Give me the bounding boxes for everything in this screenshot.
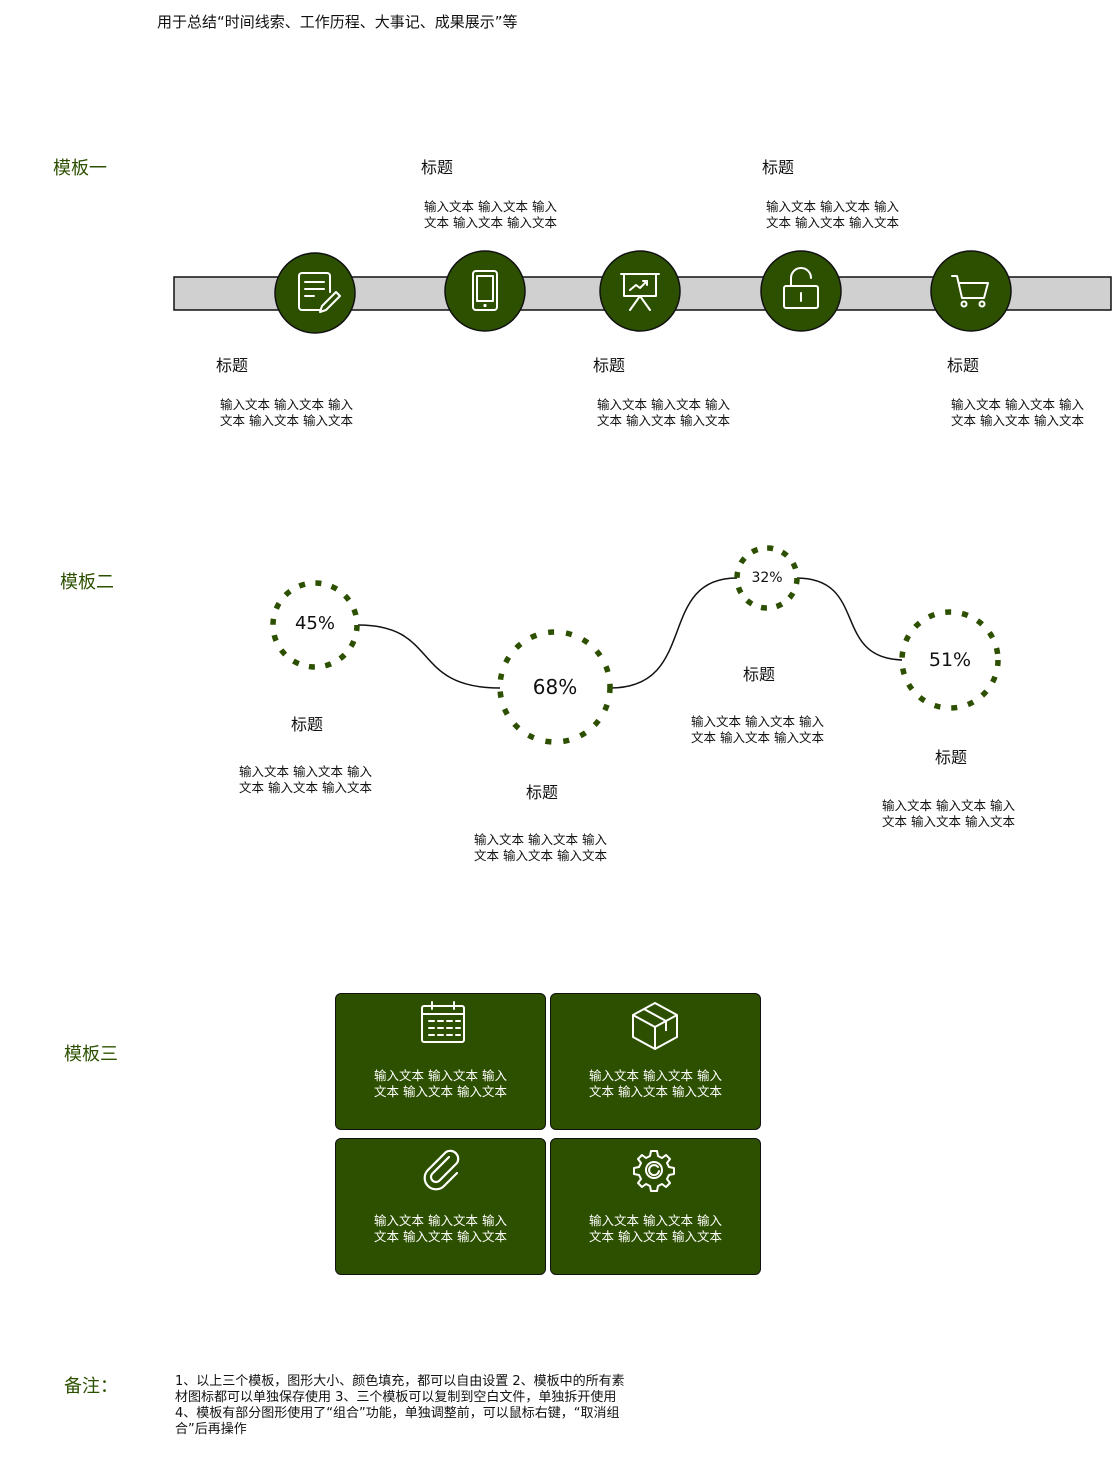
timeline-title-2: 标题 <box>421 158 454 177</box>
connector-2 <box>609 577 738 689</box>
timeline-text-4: 输入文本 输入文本 输入 文本 输入文本 输入文本 <box>766 199 899 230</box>
timeline-node-1 <box>274 252 356 334</box>
timeline-title-3: 标题 <box>593 356 626 375</box>
progress-ring-1 <box>270 580 360 670</box>
timeline-text-3: 输入文本 输入文本 输入 文本 输入文本 输入文本 <box>597 397 730 428</box>
timeline-title-5: 标题 <box>947 356 980 375</box>
timeline-title-1: 标题 <box>216 356 249 375</box>
info-card-text-1: 输入文本 输入文本 输入 文本 输入文本 输入文本 <box>374 1068 507 1099</box>
info-card-text-2: 输入文本 输入文本 输入 文本 输入文本 输入文本 <box>589 1068 722 1099</box>
progress-text-2: 输入文本 输入文本 输入 文本 输入文本 输入文本 <box>474 832 607 863</box>
box-3d-icon <box>632 1002 678 1050</box>
timeline-graphic <box>173 250 1112 334</box>
info-card-2: 输入文本 输入文本 输入 文本 输入文本 输入文本 <box>550 993 761 1130</box>
timeline-node-5 <box>930 250 1012 332</box>
notepad-pen-icon <box>298 272 341 313</box>
progress-title-1: 标题 <box>291 715 324 734</box>
info-card-text-4: 输入文本 输入文本 输入 文本 输入文本 输入文本 <box>589 1213 722 1244</box>
progress-text-3: 输入文本 输入文本 输入 文本 输入文本 输入文本 <box>691 714 824 745</box>
progress-value-2: 68% <box>532 675 578 699</box>
timeline-node-2 <box>444 250 526 332</box>
template3-label: 模板三 <box>64 1044 118 1065</box>
intro-text: 用于总结“时间线索、工作历程、大事记、成果展示”等 <box>157 13 518 31</box>
timeline-title-4: 标题 <box>762 158 795 177</box>
gear-icon <box>633 1150 675 1192</box>
info-card-3: 输入文本 输入文本 输入 文本 输入文本 输入文本 <box>335 1138 546 1275</box>
notes-label: 备注： <box>64 1376 118 1397</box>
progress-text-4: 输入文本 输入文本 输入 文本 输入文本 输入文本 <box>882 798 1015 829</box>
connector-1 <box>357 624 501 689</box>
paperclip-icon <box>423 1149 460 1191</box>
notes-line-1: 1、以上三个模板，图形大小、颜色填充，都可以自由设置 2、模板中的所有素 <box>175 1374 625 1389</box>
progress-ring-2 <box>497 629 613 745</box>
connector-3 <box>795 577 906 661</box>
smartphone-icon <box>472 270 498 311</box>
progress-title-2: 标题 <box>526 783 559 802</box>
timeline-node-4 <box>760 250 842 332</box>
progress-title-3: 标题 <box>743 665 776 684</box>
timeline-node-3 <box>599 250 681 332</box>
info-card-4: 输入文本 输入文本 输入 文本 输入文本 输入文本 <box>550 1138 761 1275</box>
presentation-board-icon <box>620 273 660 311</box>
progress-ring-4 <box>899 609 1001 711</box>
progress-text-1: 输入文本 输入文本 输入 文本 输入文本 输入文本 <box>239 764 372 795</box>
notes-text: 1、以上三个模板，图形大小、颜色填充，都可以自由设置 2、模板中的所有素 材图标… <box>175 1374 695 1438</box>
progress-value-4: 51% <box>928 649 972 671</box>
notes-line-3: 4、模板有部分图形使用了“组合”功能，单独调整前，可以鼠标右键，“取消组 <box>175 1406 620 1421</box>
progress-value-3: 32% <box>751 570 783 586</box>
info-card-text-3: 输入文本 输入文本 输入 文本 输入文本 输入文本 <box>374 1213 507 1244</box>
notes-line-4: 合”后再操作 <box>175 1422 247 1437</box>
progress-ring-3 <box>734 545 800 611</box>
template1-label: 模板一 <box>53 158 107 179</box>
padlock-icon <box>783 267 819 309</box>
timeline-text-5: 输入文本 输入文本 输入 文本 输入文本 输入文本 <box>951 397 1084 428</box>
shopping-cart-icon <box>951 275 989 308</box>
calendar-icon <box>421 1001 465 1043</box>
template2-label: 模板二 <box>60 572 114 593</box>
progress-value-1: 45% <box>294 613 335 634</box>
progress-title-4: 标题 <box>935 748 968 767</box>
info-card-1: 输入文本 输入文本 输入 文本 输入文本 输入文本 <box>335 993 546 1130</box>
timeline-text-2: 输入文本 输入文本 输入 文本 输入文本 输入文本 <box>424 199 557 230</box>
timeline-text-1: 输入文本 输入文本 输入 文本 输入文本 输入文本 <box>220 397 353 428</box>
notes-line-2: 材图标都可以单独保存使用 3、三个模板可以复制到空白文件，单独拆开使用 <box>175 1390 617 1405</box>
progress-wave-graphic <box>270 545 1001 745</box>
